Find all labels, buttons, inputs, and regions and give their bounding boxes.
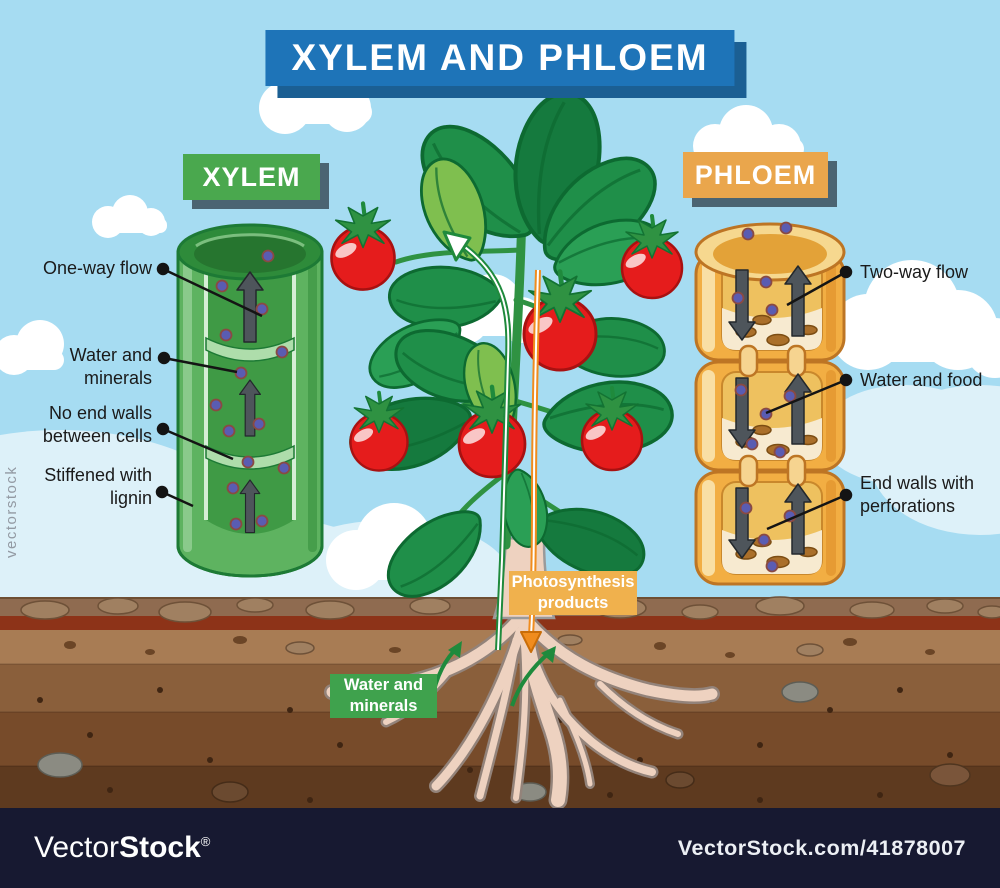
- footer-url: VectorStock.com/41878007: [677, 835, 966, 860]
- annotation-text: End walls with: [860, 473, 975, 493]
- cloud: [830, 260, 1000, 378]
- leader-lines: [155, 262, 853, 531]
- flow-box-text: products: [537, 594, 609, 612]
- photosynthesis-products-box: Photosynthesis products: [509, 571, 637, 615]
- phloem-title-box: PHLOEM: [683, 152, 828, 198]
- flow-box-text: minerals: [349, 697, 418, 715]
- water-and-minerals-box: Water and minerals: [330, 674, 437, 718]
- side-watermark: vectorstock: [3, 465, 20, 558]
- logo-text-bold: Stock: [119, 831, 201, 864]
- annotation-text: Stiffened with: [44, 465, 152, 485]
- soil-stones: [20, 596, 1000, 657]
- annotation-end-walls-perforations: End walls with perforations: [860, 472, 1000, 518]
- annotation-text: No end walls: [48, 403, 152, 423]
- annotation-water-and-food: Water and food: [860, 369, 1000, 392]
- vectorstock-logo: VectorStock®: [34, 831, 210, 865]
- annotation-text: lignin: [109, 488, 152, 508]
- registered-mark: ®: [200, 834, 211, 849]
- phloem-tube: [694, 221, 846, 586]
- xylem-flow-arrow: [442, 230, 512, 651]
- flow-box-text: Photosynthesis: [511, 573, 635, 591]
- annotation-text: One-way flow: [42, 258, 152, 278]
- annotation-text: Water and food: [860, 370, 983, 390]
- flow-box-text: Water and: [343, 676, 424, 694]
- xylem-tube: [176, 223, 324, 578]
- annotation-stiffened-lignin: Stiffened with lignin: [0, 464, 152, 510]
- annotation-text: Water and minerals: [69, 345, 152, 388]
- annotation-no-end-walls: No end walls between cells: [0, 402, 152, 448]
- cloud: [0, 320, 64, 375]
- page-title: XYLEM AND PHLOEM: [265, 30, 735, 86]
- xylem-title-box: XYLEM: [183, 154, 320, 200]
- annotation-text: perforations: [860, 496, 956, 516]
- annotation-text: between cells: [42, 426, 152, 446]
- annotation-water-and-minerals: Water and minerals: [0, 344, 152, 390]
- annotation-text: Two-way flow: [860, 262, 969, 282]
- logo-text-light: Vector: [34, 831, 120, 864]
- cloud: [92, 195, 167, 238]
- annotation-one-way-flow: One-way flow: [0, 257, 152, 280]
- watermark-footer: VectorStock® VectorStock.com/41878007: [0, 808, 1000, 888]
- soil-pebbles: [64, 636, 935, 658]
- annotation-two-way-flow: Two-way flow: [860, 261, 1000, 284]
